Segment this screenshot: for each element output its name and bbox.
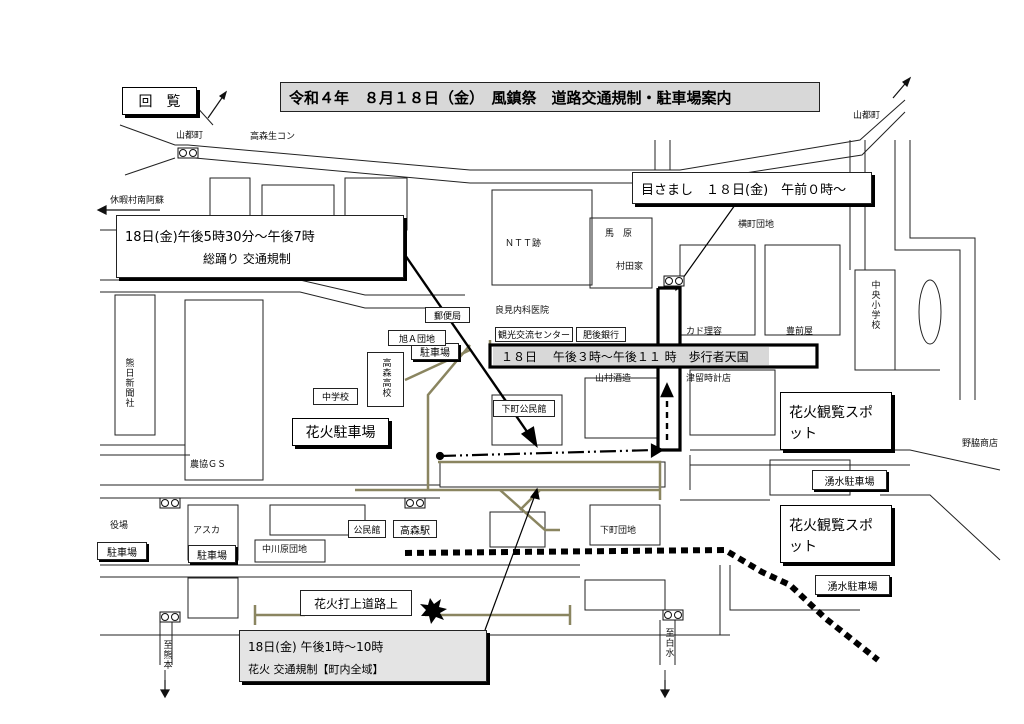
place-chuo-shogakko: 中央小学校 <box>869 280 880 330</box>
place-chugakko: 中学校 <box>313 388 358 405</box>
yusui-parking-label-1: 湧水駐車場 <box>812 470 887 490</box>
circulate-label-text: 回 覧 <box>138 94 181 110</box>
place-yamamura: 山村酒造 <box>595 374 632 384</box>
place-yubinkyoku: 郵便局 <box>425 307 470 323</box>
place-asahi-danchi-text: 旭Ａ団地 <box>398 334 435 345</box>
parking-asahi-text: 駐車場 <box>420 348 450 359</box>
place-kominkan-text: 公民館 <box>353 525 381 536</box>
viewing-spot-2-text: 花火観覧スポット <box>789 518 873 555</box>
place-kanko-center: 観光交流センター <box>495 327 573 342</box>
circulate-label: 回 覧 <box>122 87 197 115</box>
yusui-parking-label-2: 湧水駐車場 <box>815 575 890 595</box>
place-ntt: ＮＴＴ跡 <box>505 239 542 249</box>
place-takamori-koko-text: 高森高校 <box>380 358 391 398</box>
place-kominkan: 公民館 <box>348 520 386 538</box>
notice-soodori: 18日(金)午後5時30分～午後7時 総踊り 交通規制 <box>116 215 404 278</box>
place-yamato-cho-right: 山都町 <box>853 111 881 121</box>
hanabi-uchiage-text: 花火打上道路上 <box>313 596 398 611</box>
parking-label-yakuba: 駐車場 <box>97 542 147 560</box>
viewing-spot-1: 花火観覧スポット <box>780 392 892 450</box>
notice-soodori-line2: 総踊り 交通規制 <box>203 252 291 266</box>
yusui-parking-1-text: 湧水駐車場 <box>824 476 875 488</box>
notice-hokousha-tengoku-text: １８日 午後３時～午後１１ 時 歩行者天国 <box>501 349 749 364</box>
place-murata: 村田家 <box>616 262 644 272</box>
place-tsuru: 津留時計店 <box>686 374 732 384</box>
place-takamori-eki-text: 高森駅 <box>400 525 430 537</box>
notice-mezamashi: 目さまし １８日(金) 午前０時～ <box>632 172 872 204</box>
place-kumanichi: 熊日新聞社 <box>123 358 134 408</box>
place-shimocho-kominkan-text: 下町公民館 <box>501 405 547 415</box>
place-nowaki: 野脇商店 <box>962 439 999 449</box>
parking-label-asuka: 駐車場 <box>188 545 236 563</box>
parking-yakuba-text: 駐車場 <box>107 547 137 559</box>
hanabi-parking-label: 花火駐車場 <box>292 418 389 446</box>
place-yakuba: 役場 <box>110 521 129 531</box>
notice-hokousha-tengoku: １８日 午後３時～午後１１ 時 歩行者天国 <box>493 347 769 365</box>
place-nokyo: 農協ＧＳ <box>190 460 227 470</box>
viewing-spot-2: 花火観覧スポット <box>780 505 892 563</box>
notice-hanabi-line2: 花火 交通規制【町内全域】 <box>248 663 384 676</box>
place-shimocho-danchi: 下町団地 <box>600 526 637 536</box>
place-takamori-eki: 高森駅 <box>393 520 437 538</box>
place-yokomachi: 横町団地 <box>738 220 775 230</box>
notice-mezamashi-text: 目さまし １８日(金) 午前０時～ <box>641 182 847 198</box>
place-to-kumamoto: 至熊本 <box>161 640 172 670</box>
place-kado: カド理容 <box>686 327 723 337</box>
place-takamori-seicon: 高森生コン <box>250 132 296 142</box>
notice-hanabi-line1: 18日(金) 午後1時～10時 <box>248 640 384 654</box>
place-baba: 馬 原 <box>605 229 633 239</box>
place-asuka: アスカ <box>193 526 221 536</box>
place-to-shirami: 至白水 <box>663 628 674 658</box>
notice-hanabi-regulation: 18日(金) 午後1時～10時 花火 交通規制【町内全域】 <box>239 630 487 682</box>
place-chugakko-text: 中学校 <box>321 393 349 403</box>
place-nakagawara: 中川原団地 <box>262 545 308 555</box>
viewing-spot-1-text: 花火観覧スポット <box>789 405 873 442</box>
place-asahi-danchi: 旭Ａ団地 <box>388 330 446 346</box>
parking-asuka-text: 駐車場 <box>197 550 227 562</box>
notice-soodori-line1: 18日(金)午後5時30分～午後7時 <box>125 230 315 245</box>
hanabi-parking-text: 花火駐車場 <box>305 425 376 441</box>
page-title-text: 令和４年 ８月１８日（金） 風鎮祭 道路交通規制・駐車場案内 <box>289 88 732 107</box>
place-toyomaeya: 豊前屋 <box>786 327 814 337</box>
place-yubinkyoku-text: 郵便局 <box>433 311 461 322</box>
place-shimocho-kominkan: 下町公民館 <box>493 400 555 417</box>
place-higo-bank-text: 肥後銀行 <box>582 331 619 341</box>
place-yoshimi: 良見内科医院 <box>495 306 550 316</box>
place-kyuka-mura: 休暇村南阿蘇 <box>110 196 165 206</box>
traffic-signal-icons <box>159 147 685 623</box>
hanabi-uchiage-label: 花火打上道路上 <box>300 590 412 616</box>
place-higo-bank: 肥後銀行 <box>576 327 626 342</box>
place-yamato-cho-left: 山都町 <box>176 131 204 141</box>
yusui-parking-2-text: 湧水駐車場 <box>827 581 878 593</box>
place-takamori-koko: 高森高校 <box>367 352 404 407</box>
place-kanko-center-text: 観光交流センター <box>497 331 570 341</box>
page-title: 令和４年 ８月１８日（金） 風鎮祭 道路交通規制・駐車場案内 <box>280 82 820 112</box>
